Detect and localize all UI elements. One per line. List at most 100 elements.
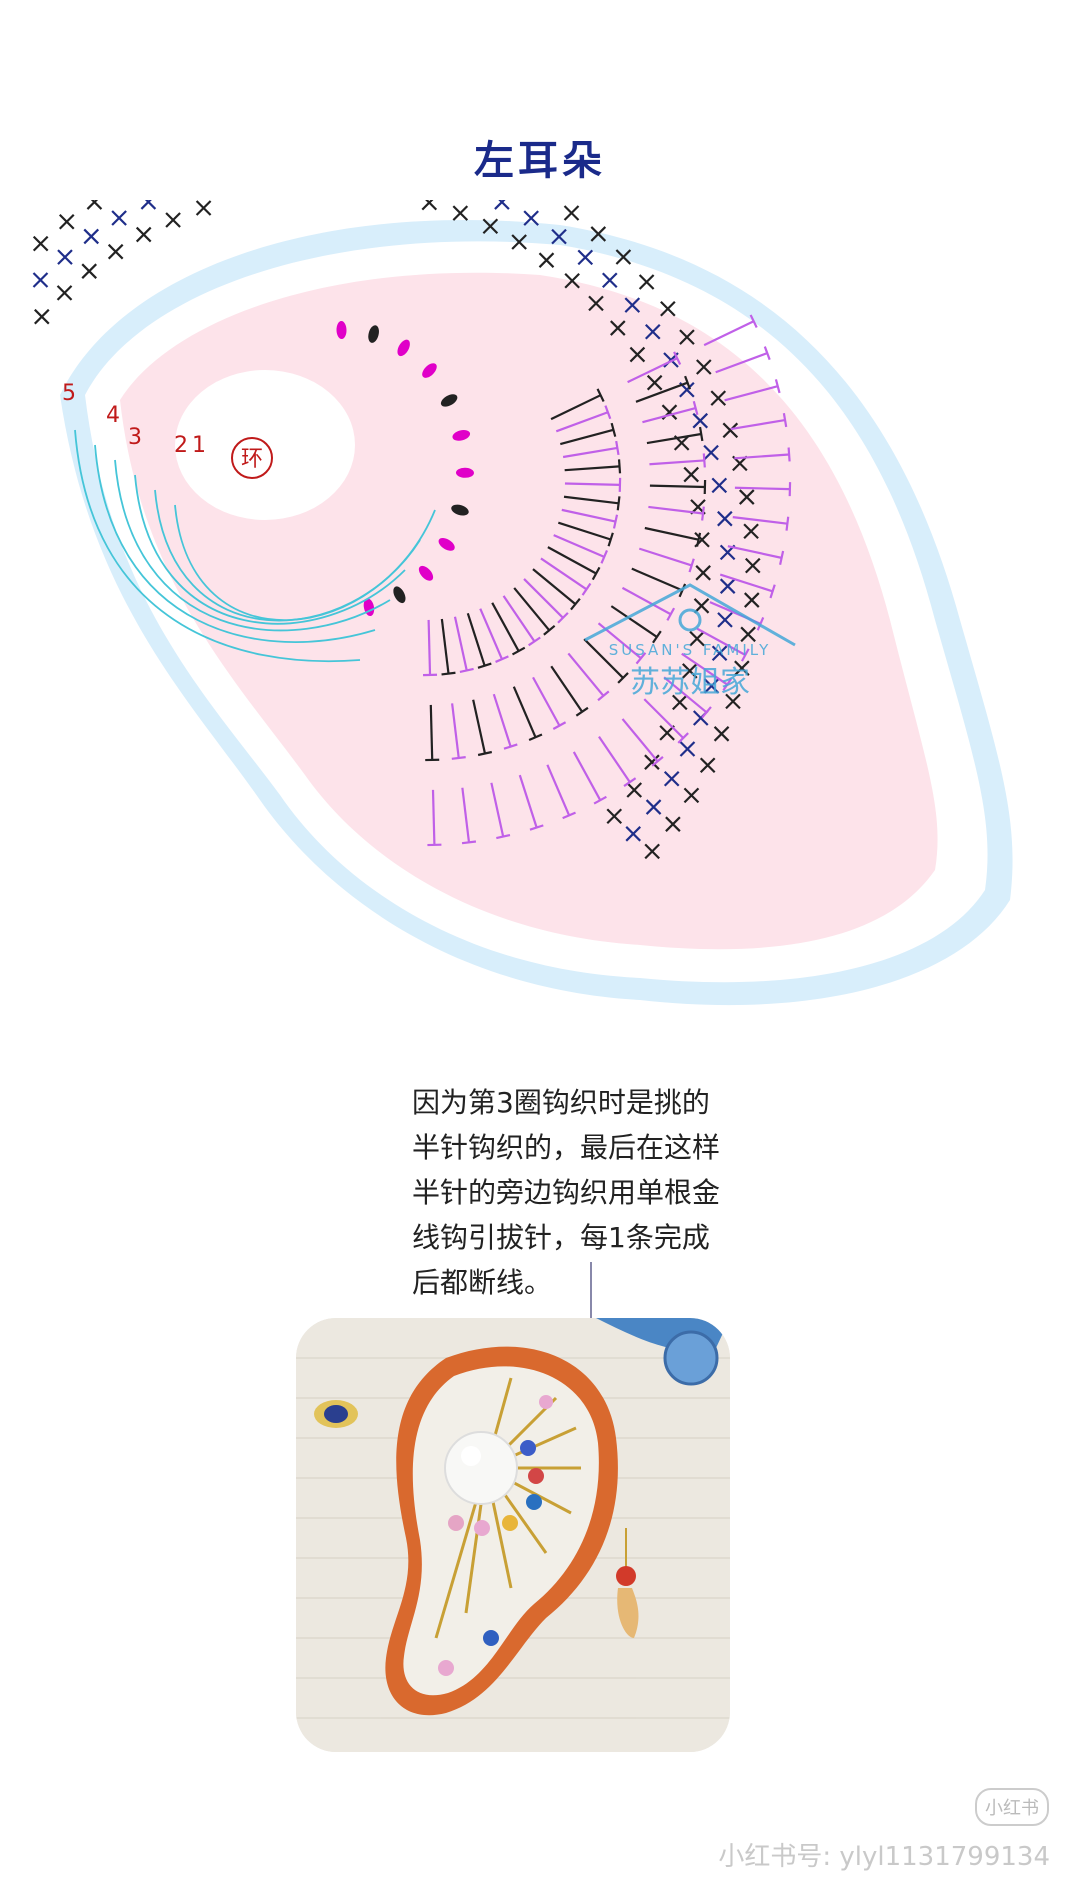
double-crochet-symbol <box>564 477 622 492</box>
instruction-note: 因为第3圈钩织时是挑的 半针钩织的，最后在这样 半针的旁边钩织用单根金 线钩引拔… <box>412 1080 772 1305</box>
join-arrow <box>74 429 361 663</box>
double-crochet-symbol <box>523 578 569 624</box>
note-line: 后都断线。 <box>412 1266 553 1299</box>
double-crochet-symbol <box>627 351 682 384</box>
single-crochet-symbol <box>111 210 127 226</box>
double-crochet-symbol <box>649 453 706 468</box>
single-crochet-symbol <box>564 272 580 289</box>
double-crochet-symbol <box>644 526 702 547</box>
single-crochet-symbol <box>717 612 733 628</box>
single-crochet-symbol <box>638 274 655 290</box>
single-crochet-symbol <box>645 799 662 815</box>
round-label-4: 4 <box>106 403 120 428</box>
double-crochet-symbol <box>621 586 676 621</box>
single-crochet-symbol <box>703 678 720 694</box>
single-crochet-symbol <box>672 694 688 711</box>
double-crochet-symbol <box>546 764 576 820</box>
single-crochet-symbol <box>563 205 580 221</box>
double-crochet-symbol <box>532 568 581 611</box>
center-hole <box>175 370 355 520</box>
double-crochet-symbol <box>621 718 664 767</box>
single-crochet-symbol <box>644 754 660 770</box>
elephant-ear-photo <box>296 1318 730 1752</box>
single-crochet-symbol <box>34 308 50 325</box>
page-title: 左耳朵 <box>474 138 606 184</box>
single-crochet-symbol <box>482 218 499 235</box>
single-crochet-symbol <box>646 374 663 391</box>
double-crochet-symbol <box>550 388 605 421</box>
single-crochet-symbol <box>710 390 727 406</box>
join-marker <box>422 363 437 378</box>
single-crochet-symbol <box>644 843 660 860</box>
single-crochet-symbol <box>689 630 705 647</box>
double-crochet-symbol <box>479 608 509 663</box>
round-label-1: 1 <box>192 433 206 458</box>
double-crochet-symbol <box>598 735 637 787</box>
double-crochet-symbol <box>643 698 689 744</box>
double-crochet-symbol <box>663 676 712 719</box>
double-crochet-symbol <box>425 704 440 762</box>
double-crochet-symbol <box>681 652 733 691</box>
double-crochet-symbol <box>610 605 662 644</box>
double-crochet-symbol <box>642 400 699 424</box>
single-crochet-symbol <box>692 412 709 429</box>
stitch-symbols <box>32 200 792 860</box>
single-crochet-symbol <box>57 249 73 265</box>
single-crochet-symbol <box>663 770 680 787</box>
join-marker <box>451 504 469 516</box>
double-crochet-symbol <box>560 422 617 446</box>
join-marker <box>440 394 458 407</box>
single-crochet-symbol <box>682 663 698 679</box>
double-crochet-symbol <box>732 516 790 531</box>
double-crochet-symbol <box>715 346 771 374</box>
single-crochet-symbol <box>577 249 594 266</box>
single-crochet-symbol <box>734 660 750 676</box>
single-crochet-symbol <box>683 787 700 804</box>
double-crochet-symbol <box>696 627 750 662</box>
double-crochet-symbol <box>518 774 544 831</box>
magic-ring <box>231 437 273 479</box>
single-crochet-symbol <box>32 272 49 288</box>
join-arrow <box>174 504 436 622</box>
single-crochet-symbol <box>32 235 49 252</box>
double-crochet-symbol <box>512 686 543 742</box>
join-marker <box>418 565 434 581</box>
single-crochet-symbol <box>740 626 756 643</box>
single-crochet-symbol <box>665 816 681 832</box>
single-crochet-symbol <box>699 757 716 773</box>
double-crochet-symbol <box>561 508 619 529</box>
single-crochet-symbol <box>711 645 728 661</box>
double-crochet-symbol <box>638 547 695 573</box>
double-crochet-symbol <box>734 482 792 497</box>
note-line: 半针的旁边钩织用单根金 <box>412 1176 721 1209</box>
double-crochet-symbol <box>472 699 493 757</box>
single-crochet-symbol <box>195 200 212 216</box>
watermark-brand-cn: 苏苏姐家 <box>630 665 750 700</box>
single-crochet-symbol <box>660 300 676 317</box>
join-marker <box>336 321 347 340</box>
double-crochet-symbol <box>547 546 601 581</box>
double-crochet-symbol <box>703 314 758 347</box>
single-crochet-symbol <box>140 200 157 210</box>
note-line: 线钩引拔针，每1条完成 <box>412 1221 710 1254</box>
double-crochet-symbol <box>492 693 518 750</box>
join-marker <box>455 467 474 478</box>
note-line: 因为第3圈钩织时是挑的 <box>412 1086 710 1119</box>
single-crochet-symbol <box>625 826 642 842</box>
single-crochet-symbol <box>602 272 618 289</box>
single-crochet-symbol <box>610 320 626 336</box>
single-crochet-symbol <box>695 565 711 581</box>
single-crochet-symbol <box>107 243 124 260</box>
single-crochet-symbol <box>722 422 739 439</box>
single-crochet-symbol <box>713 726 730 742</box>
single-crochet-symbol <box>135 226 152 243</box>
double-crochet-symbol <box>730 412 788 431</box>
photo-illustration <box>296 1318 730 1752</box>
single-crochet-symbol <box>523 210 539 226</box>
watermark: SUSAN'S FAMILY 苏苏姐家 <box>584 583 796 700</box>
single-crochet-symbol <box>711 477 728 494</box>
single-crochet-symbol <box>703 444 719 461</box>
single-crochet-symbol <box>56 285 73 301</box>
double-crochet-symbol <box>502 595 541 647</box>
double-crochet-symbol <box>648 505 705 521</box>
